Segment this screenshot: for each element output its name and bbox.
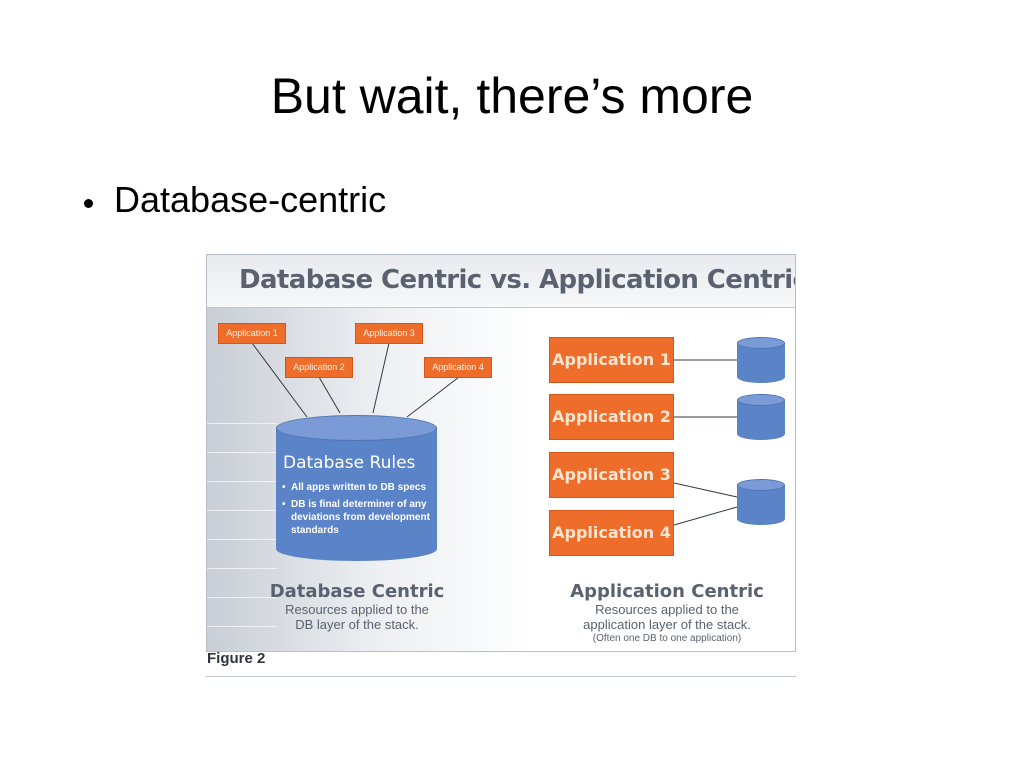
comparison-figure: Database Centric vs. Application Centric… [206, 254, 796, 652]
bullet-dot-icon [84, 198, 93, 208]
left-application-4: Application 4 [424, 357, 492, 378]
figure-heading: Database Centric vs. Application Centric [239, 265, 796, 295]
connector-left-app3 [372, 342, 390, 414]
database-rule-2: DB is final determiner of any deviations… [282, 498, 434, 537]
database-rules-title: Database Rules [283, 453, 416, 473]
database-icon-1 [737, 337, 785, 383]
right-application-2: Application 2 [549, 394, 674, 440]
connector-right-app3 [673, 482, 738, 498]
bullet-item: Database-centric [84, 178, 386, 222]
database-centric-title: Database Centric [269, 581, 445, 602]
database-centric-line2: DB layer of the stack. [295, 617, 419, 632]
figure-divider [206, 676, 796, 677]
database-centric-caption: Database Centric Resources applied to th… [259, 581, 455, 633]
right-application-3: Application 3 [549, 452, 674, 498]
database-icon-2 [737, 394, 785, 440]
left-application-3: Application 3 [355, 323, 423, 344]
right-application-4: Application 4 [549, 510, 674, 556]
database-icon-3 [737, 479, 785, 525]
application-centric-caption: Application Centric Resources applied to… [551, 582, 783, 645]
connector-right-app4 [673, 506, 738, 526]
database-rules-cylinder: Database Rules All apps written to DB sp… [276, 415, 437, 573]
bullet-text: Database-centric [114, 179, 387, 220]
database-cylinder-body [276, 427, 437, 561]
left-application-1: Application 1 [218, 323, 286, 344]
database-centric-line1: Resources applied to the [285, 602, 429, 617]
application-centric-line1: Resources applied to the [595, 602, 739, 617]
slide-title: But wait, there’s more [270, 68, 754, 124]
database-rule-1: All apps written to DB specs [282, 481, 434, 494]
connector-left-app1 [251, 342, 308, 418]
connector-left-app4 [406, 376, 460, 418]
database-cylinder-top [276, 415, 437, 441]
decorative-stripes [207, 395, 277, 651]
figure-label: Figure 2 [207, 650, 266, 667]
figure-header: Database Centric vs. Application Centric [207, 255, 795, 308]
application-centric-line2: application layer of the stack. [583, 617, 751, 632]
database-rules-list: All apps written to DB specs DB is final… [282, 481, 434, 541]
application-centric-title: Application Centric [570, 581, 764, 602]
application-centric-note: (Often one DB to one application) [592, 633, 742, 644]
connector-left-app2 [318, 376, 341, 414]
right-application-1: Application 1 [549, 337, 674, 383]
connector-lines [251, 342, 738, 526]
left-application-2: Application 2 [285, 357, 353, 378]
